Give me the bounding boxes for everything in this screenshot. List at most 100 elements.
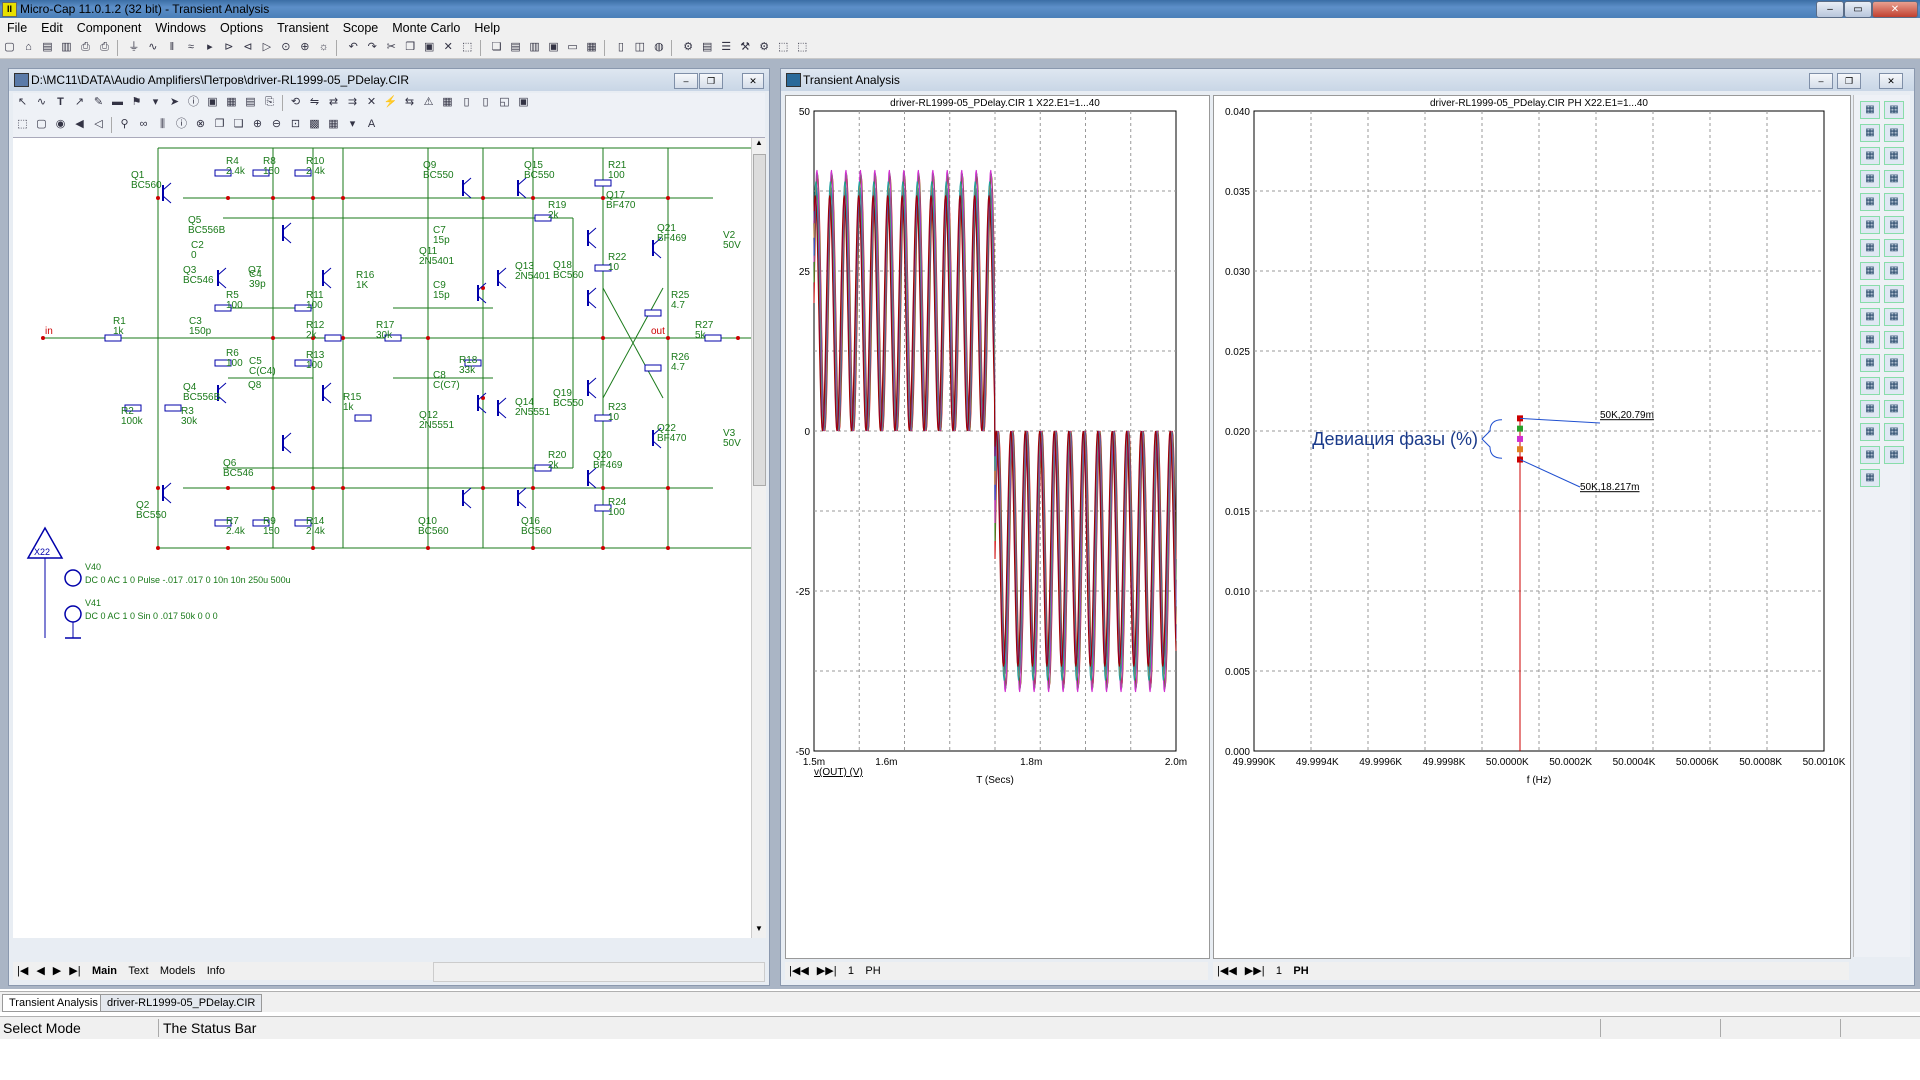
print-preview-icon[interactable]: ⎙ [81, 41, 90, 53]
cascade-icon[interactable]: ❏ [491, 41, 502, 53]
dropdown2-icon[interactable]: ▾ [349, 118, 356, 130]
info2-icon[interactable]: ⓘ [176, 118, 187, 130]
dropdown-icon[interactable]: ▾ [152, 96, 159, 108]
pointer-icon[interactable]: ▦ [1860, 101, 1880, 119]
left-ph-tab[interactable]: PH [865, 965, 881, 977]
close-icon[interactable]: ✕ [1872, 1, 1918, 18]
left-next-page-icon[interactable]: ▶▶| [816, 965, 837, 977]
pnp-icon[interactable]: ⊲ [243, 41, 253, 53]
opamp-icon[interactable]: ▷ [262, 41, 272, 53]
transient-minimize-icon[interactable]: – [1809, 73, 1833, 89]
inductor-icon[interactable]: ≈ [187, 41, 194, 53]
global-low-icon[interactable]: ▦ [1884, 331, 1904, 349]
tab-models[interactable]: Models [159, 965, 196, 977]
redo-icon[interactable]: ↷ [367, 41, 377, 53]
import-icon[interactable]: ⎘ [265, 96, 274, 108]
copy-icon[interactable]: ▦ [1860, 469, 1880, 487]
info-icon[interactable]: ⓘ [188, 96, 199, 108]
maximize-icon[interactable]: ▭ [1844, 1, 1872, 18]
window2-icon[interactable]: ▭ [567, 41, 578, 53]
binoculars-icon[interactable]: ∞ [139, 118, 148, 130]
power-icon[interactable]: ⚠ [423, 96, 434, 108]
label-icon[interactable]: ▦ [1884, 239, 1904, 257]
schematic-vscroll-thumb[interactable] [753, 154, 766, 486]
schematic-close-icon[interactable]: ✕ [742, 73, 764, 89]
menu-monte-carlo[interactable]: Monte Carlo [392, 21, 461, 35]
valley-icon[interactable]: ▦ [1884, 262, 1904, 280]
speaker-icon[interactable]: ◀ [75, 118, 84, 130]
stepping-icon[interactable]: ▦ [1884, 400, 1904, 418]
schematic-hscroll[interactable] [433, 962, 765, 982]
global-high-icon[interactable]: ▦ [1860, 331, 1880, 349]
open-file-icon[interactable]: ⌂ [25, 41, 32, 53]
table-icon[interactable]: ▦ [1884, 423, 1904, 441]
first-page-icon[interactable]: |◀ [17, 965, 29, 977]
slope-icon[interactable]: ▦ [1860, 308, 1880, 326]
inflection-icon[interactable]: ▦ [1884, 308, 1904, 326]
fit-icon[interactable]: ⬚ [17, 118, 28, 130]
text-tool-icon[interactable]: ▦ [1860, 170, 1880, 188]
tab-transient-analysis[interactable]: Transient Analysis [2, 994, 105, 1012]
zoom-out-icon[interactable]: ▦ [1884, 446, 1904, 464]
globe-icon[interactable]: ◍ [654, 41, 664, 53]
diagonal-wire-icon[interactable]: ↗ [74, 96, 85, 108]
graphics-icon[interactable]: ▬ [112, 96, 123, 108]
select-arrow-icon[interactable]: ↖ [17, 96, 28, 108]
capacitor-icon[interactable]: ‖ [169, 41, 175, 53]
battery-icon[interactable]: ⊕ [300, 41, 310, 53]
ground-icon[interactable]: ⏚ [128, 41, 140, 53]
tag-icon[interactable]: ▦ [1860, 239, 1880, 257]
resistor-icon[interactable]: ∿ [148, 41, 158, 53]
font-icon[interactable]: A [367, 118, 376, 130]
next-page-icon[interactable]: ▶ [52, 965, 62, 977]
scroll-down-icon[interactable]: ▼ [755, 924, 763, 933]
tab-main[interactable]: Main [91, 965, 117, 977]
back-icon[interactable]: ◁ [94, 118, 103, 130]
grid-dots-icon[interactable]: ▦ [442, 96, 453, 108]
page2-icon[interactable]: ▯ [482, 96, 489, 108]
right-ph-tab[interactable]: PH [1293, 965, 1309, 977]
paste-icon[interactable]: ▣ [423, 41, 435, 53]
print-icon[interactable]: ⎙ [100, 41, 109, 53]
shape-editor-icon[interactable]: ◫ [634, 41, 646, 53]
arrow-icon[interactable]: ➤ [169, 96, 180, 108]
flag-icon[interactable]: ⚑ [131, 96, 142, 108]
grid-icon[interactable]: ▦ [226, 96, 237, 108]
bitmap-icon[interactable]: ▩ [309, 118, 320, 130]
new-file-icon[interactable]: ▢ [4, 41, 15, 53]
left-plot-panel[interactable]: driver-RL1999-05_PDelay.CIR 1 X22.E1=1..… [785, 95, 1210, 959]
right-plot-panel[interactable]: driver-RL1999-05_PDelay.CIR PH X22.E1=1.… [1213, 95, 1851, 959]
schematic-vscroll[interactable]: ▲ ▼ [751, 138, 766, 938]
step-icon[interactable]: ▦ [1884, 216, 1904, 234]
select-all-icon[interactable]: ⬚ [461, 41, 473, 53]
diode-icon[interactable]: ▸ [207, 41, 213, 53]
tab-schematic-file[interactable]: driver-RL1999-05_PDelay.CIR [100, 994, 263, 1012]
transient-restore-icon[interactable]: ❐ [1837, 73, 1861, 89]
cursor-icon[interactable]: ▦ [1884, 147, 1904, 165]
transient-close-icon[interactable]: ✕ [1879, 73, 1903, 89]
left-first-page-icon[interactable]: |◀◀ [789, 965, 809, 977]
rotate-icon[interactable]: ⟲ [290, 96, 301, 108]
node-voltages-icon[interactable]: ⚡ [383, 96, 398, 108]
save-icon[interactable]: ▤ [42, 41, 53, 53]
schematic-restore-icon[interactable]: ❐ [699, 73, 723, 89]
tab-info[interactable]: Info [206, 965, 226, 977]
undo-icon[interactable]: ↶ [348, 41, 358, 53]
limits-icon[interactable]: ▤ [702, 41, 713, 53]
align-icon[interactable]: ⫼ [159, 118, 166, 130]
mirror-icon[interactable]: ⇄ [328, 96, 339, 108]
prev-icon[interactable]: ▦ [1860, 400, 1880, 418]
table-icon[interactable]: ▤ [245, 96, 256, 108]
zoom-box-icon[interactable]: ▦ [1884, 124, 1904, 142]
delete-icon[interactable]: ✕ [443, 41, 453, 53]
run-icon[interactable]: ▦ [1860, 193, 1880, 211]
page-icon[interactable]: ▦ [1884, 170, 1904, 188]
menu-scope[interactable]: Scope [342, 21, 379, 35]
menu-options[interactable]: Options [220, 21, 264, 35]
tile-h-icon[interactable]: ▤ [510, 41, 521, 53]
page-icon[interactable]: ▯ [463, 96, 470, 108]
prev-page-icon[interactable]: ◀ [36, 965, 45, 977]
npn-icon[interactable]: ⊳ [224, 41, 234, 53]
grid-toggle-icon[interactable]: ▦ [328, 118, 339, 130]
flip-icon[interactable]: ⇋ [309, 96, 320, 108]
